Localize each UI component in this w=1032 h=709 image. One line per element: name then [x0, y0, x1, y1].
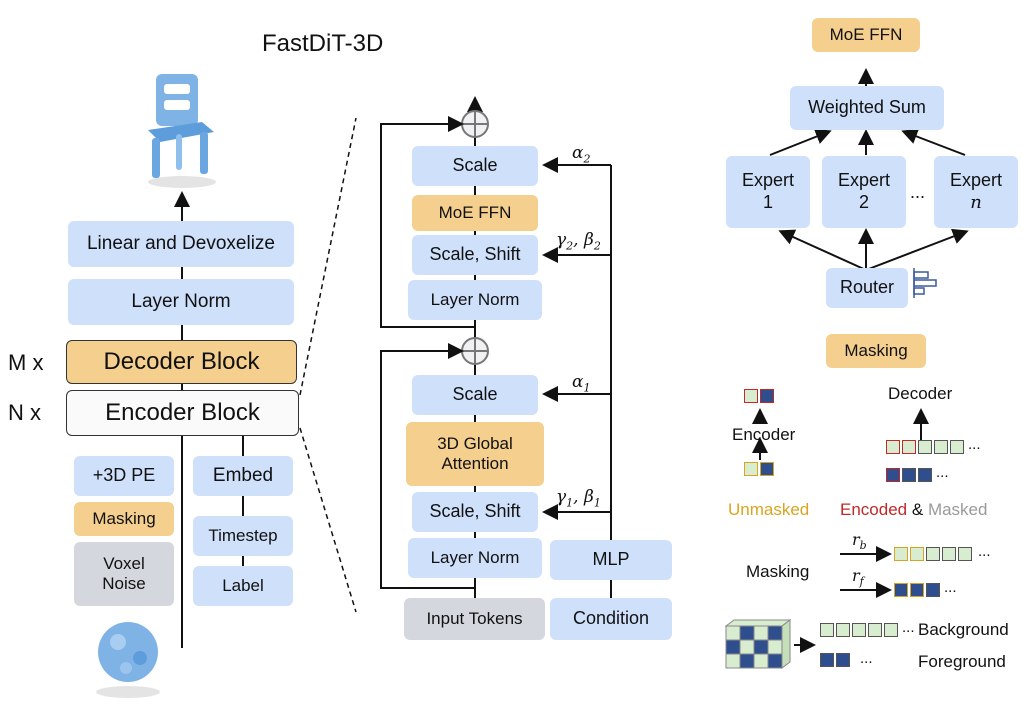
- embed-block: Embed: [193, 456, 293, 496]
- background-cube: [852, 623, 866, 637]
- rb-cube: [958, 547, 972, 561]
- decoder-cube: [902, 440, 916, 454]
- weighted-sum-block: Weighted Sum: [790, 86, 944, 130]
- unmasked-cube: [760, 462, 774, 476]
- encoded-masked-legend: Encoded & Masked: [840, 500, 988, 519]
- gamma2-beta2-label: γ2, β2: [556, 230, 601, 253]
- rf-cube: [894, 583, 908, 597]
- foreground-ellipsis: ...: [860, 650, 873, 667]
- router-block: Router: [826, 268, 908, 308]
- rb-cube: [942, 547, 956, 561]
- rb-cube: [926, 547, 940, 561]
- rb-cube: [910, 547, 924, 561]
- rf-label: rf: [852, 566, 864, 589]
- expert-ellipsis: ...: [910, 182, 926, 202]
- condition-block: Condition: [550, 598, 672, 640]
- background-cube: [884, 623, 898, 637]
- background-cube: [868, 623, 882, 637]
- unmasked-cube: [744, 462, 758, 476]
- rf-cube: [926, 583, 940, 597]
- timestep-block: Timestep: [193, 516, 293, 556]
- mlp-block: MLP: [550, 540, 672, 580]
- encoded-cube: [760, 389, 774, 403]
- decoder-ellipsis: ...: [968, 436, 981, 453]
- linear-devoxelize-block: Linear and Devoxelize: [68, 221, 294, 267]
- foreground-cube: [836, 653, 850, 667]
- rb-ellipsis: ...: [978, 543, 991, 560]
- masking-label: Masking: [746, 562, 810, 581]
- decoder-label: Decoder: [888, 384, 953, 403]
- left-masking-block: Masking: [74, 502, 174, 536]
- decoder-cube: [934, 440, 948, 454]
- layer-norm-bottom-block: Layer Norm: [408, 538, 542, 578]
- decoder-cube: [918, 440, 932, 454]
- positional-encoding-block: +3D PE: [74, 456, 174, 496]
- encoder-block: Encoder Block: [66, 390, 299, 436]
- decoder-cube: [886, 468, 900, 482]
- decoder-cube: [886, 440, 900, 454]
- background-cube: [820, 623, 834, 637]
- rf-cube: [910, 583, 924, 597]
- foreground-cube: [820, 653, 834, 667]
- decoder-cube: [902, 468, 916, 482]
- rb-label: rb: [852, 530, 867, 553]
- decoder-ellipsis: ...: [936, 464, 949, 481]
- scale-bottom-block: Scale: [412, 375, 538, 415]
- background-cube: [836, 623, 850, 637]
- decoder-cube: [918, 468, 932, 482]
- rb-cube: [894, 547, 908, 561]
- decoder-block: Decoder Block: [66, 340, 297, 384]
- moe-ffn-title: MoE FFN: [812, 18, 920, 52]
- label-block: Label: [193, 566, 293, 606]
- m-repeat-label: M x: [8, 350, 44, 375]
- left-layer-norm-block: Layer Norm: [68, 279, 294, 325]
- masking-title: Masking: [826, 334, 926, 368]
- input-tokens-block: Input Tokens: [404, 598, 545, 640]
- page-title: FastDiT-3D: [262, 30, 384, 57]
- rf-ellipsis: ...: [944, 579, 957, 596]
- foreground-label: Foreground: [918, 652, 1006, 671]
- voxel-grid-icon: [724, 619, 792, 669]
- decoder-cube: [950, 440, 964, 454]
- n-repeat-label: N x: [8, 400, 41, 425]
- alpha1-label: α1: [572, 372, 591, 395]
- unmasked-label: Unmasked: [728, 500, 810, 519]
- background-label: Background: [918, 620, 1009, 639]
- gamma1-beta1-label: γ1, β1: [556, 487, 601, 510]
- encoded-cube: [744, 389, 758, 403]
- layer-norm-top-block: Layer Norm: [408, 280, 542, 320]
- noise-point-cloud-icon: [96, 622, 160, 698]
- chair-point-cloud-icon: [148, 74, 216, 188]
- scale-shift-top-block: Scale, Shift: [412, 235, 538, 275]
- background-ellipsis: ...: [902, 619, 915, 636]
- alpha2-label: α2: [572, 143, 591, 166]
- scale-top-block: Scale: [412, 146, 538, 186]
- scale-shift-bottom-block: Scale, Shift: [412, 492, 538, 532]
- moe-ffn-block: MoE FFN: [412, 195, 538, 231]
- encoder-label: Encoder: [732, 425, 796, 444]
